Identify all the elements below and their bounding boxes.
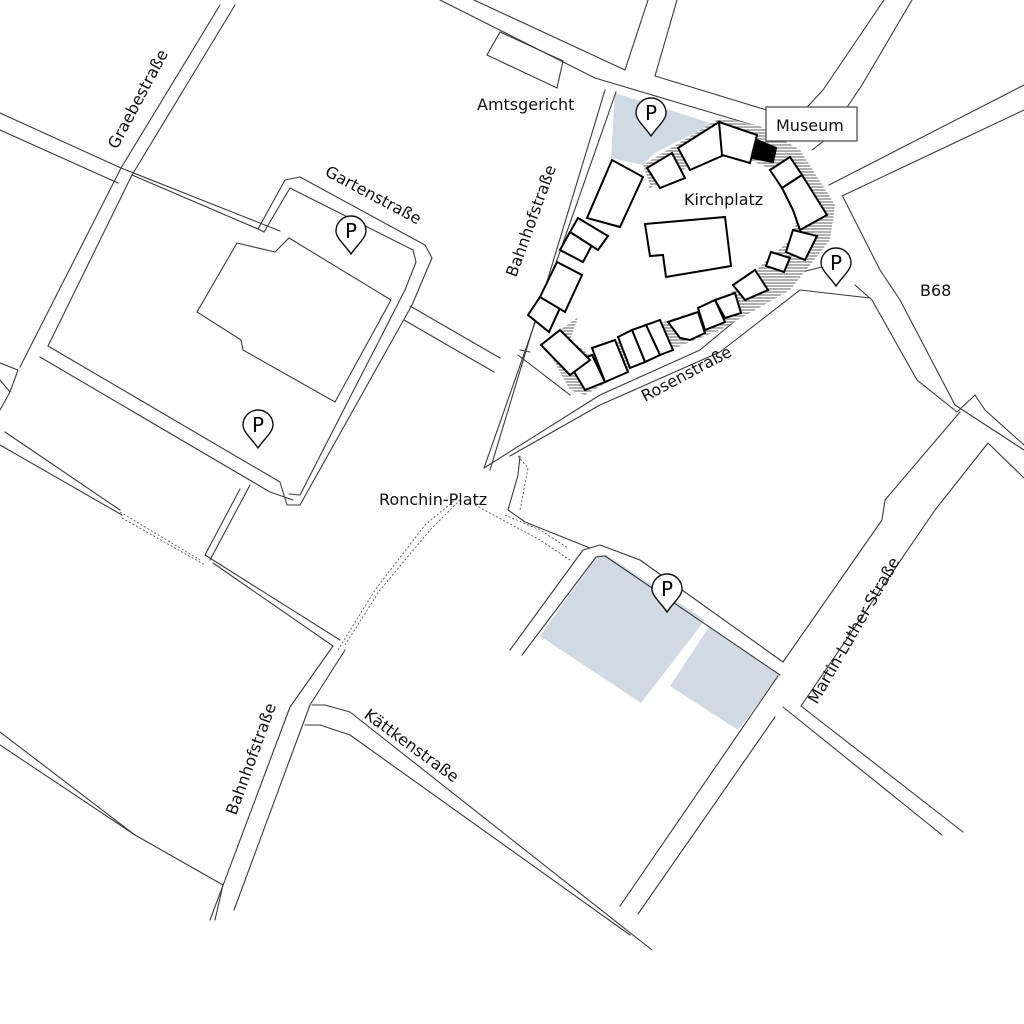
- museum-marker[interactable]: Museum: [765, 106, 858, 142]
- building-ring: [645, 151, 687, 190]
- building-ring: [717, 120, 759, 165]
- parking-area-ronchin-west: [540, 555, 705, 703]
- label-amtsgericht: Amtsgericht: [477, 95, 574, 114]
- museum-label-box: [765, 106, 858, 142]
- church-building: [643, 215, 733, 279]
- building-ring: [696, 298, 727, 332]
- label-kirchplatz: Kirchplatz: [684, 190, 763, 209]
- building-outlines-thin: [196, 31, 564, 403]
- building-ring: [585, 158, 645, 229]
- street-labels: Graebestraße Gartenstraße Amtsgericht Ba…: [104, 46, 952, 817]
- svg-text:P: P: [345, 219, 357, 243]
- svg-text:P: P: [645, 101, 657, 125]
- label-graebestrasse: Graebestraße: [104, 46, 172, 152]
- building-gartenstrasse: [196, 237, 392, 403]
- parking-markers: P P P P P: [242, 97, 852, 614]
- building-ring: [784, 228, 819, 262]
- building-ring: [539, 328, 592, 377]
- parking-area-ronchin-east: [670, 627, 779, 730]
- label-bahnhofstrasse-south: Bahnhofstraße: [222, 700, 280, 817]
- label-ronchin-platz: Ronchin-Platz: [379, 490, 487, 509]
- building-ring: [713, 291, 743, 320]
- label-museum: Museum: [776, 116, 844, 135]
- footpaths: [119, 455, 571, 651]
- building-ring: [780, 173, 829, 232]
- svg-text:P: P: [830, 251, 842, 275]
- svg-text:P: P: [252, 413, 264, 437]
- label-b68: B68: [920, 281, 951, 300]
- building-amtsgericht-annex: [486, 31, 564, 89]
- label-martin-luther-strasse: Martin-Luther-Straße: [804, 554, 903, 707]
- building-ring: [666, 310, 707, 342]
- building-ring: [616, 328, 647, 370]
- parking-pin-icon[interactable]: P: [242, 409, 274, 450]
- parking-pin-icon[interactable]: P: [820, 247, 852, 288]
- building-ring: [731, 268, 770, 302]
- parking-pin-icon[interactable]: P: [635, 97, 667, 138]
- building-museum: [751, 138, 778, 164]
- building-ring: [568, 216, 610, 252]
- parking-pin-icon[interactable]: P: [335, 215, 367, 256]
- building-ring: [764, 250, 792, 274]
- kirchplatz-block: [526, 118, 835, 395]
- svg-text:P: P: [661, 577, 673, 601]
- label-kaettkenstrasse: Kättkenstraße: [361, 705, 463, 786]
- building-ring: [538, 260, 584, 314]
- label-bahnhofstrasse-north: Bahnhofstraße: [502, 162, 560, 279]
- label-gartenstrasse: Gartenstraße: [322, 162, 424, 229]
- road-network: [0, 0, 1024, 951]
- parking-pin-icon[interactable]: P: [651, 573, 683, 614]
